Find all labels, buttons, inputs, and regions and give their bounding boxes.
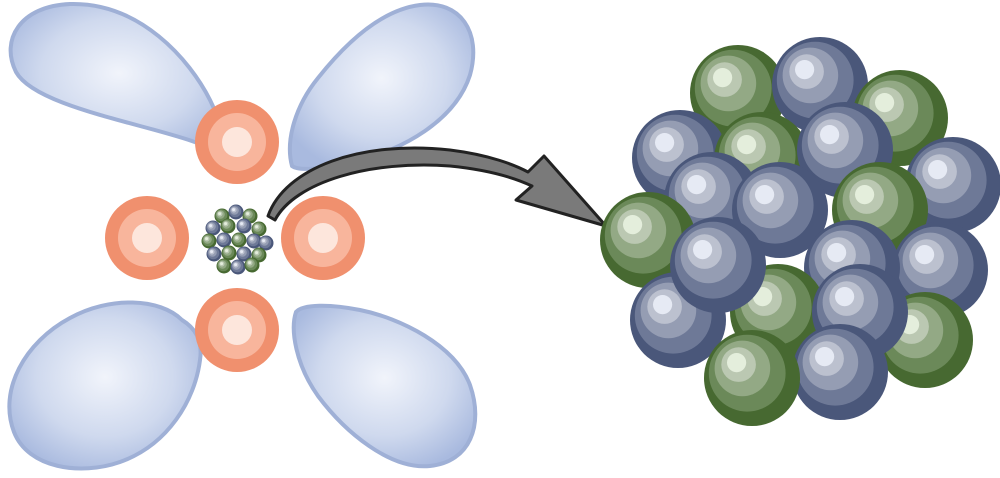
proton [905, 137, 1000, 233]
proton [732, 162, 828, 258]
proton [228, 204, 244, 220]
electrons [105, 100, 365, 372]
orbital-lobe-bottom-left [7, 300, 203, 471]
neutron [704, 330, 800, 426]
proton [236, 218, 252, 234]
zoom-arrow [266, 146, 608, 228]
proton [792, 324, 888, 420]
electron-left [105, 196, 189, 280]
orbital-lobe-bottom-right [291, 303, 478, 469]
magnified-nucleus [600, 37, 1000, 426]
electron-right [281, 196, 365, 280]
proton [230, 259, 246, 275]
neutron [216, 258, 232, 274]
small-nucleus [201, 204, 274, 275]
proton [258, 235, 274, 251]
proton [216, 232, 232, 248]
neutron [600, 192, 696, 288]
proton [236, 246, 252, 262]
neutron [221, 245, 237, 261]
electron-top [195, 100, 279, 184]
neutron [220, 218, 236, 234]
neutron [231, 232, 247, 248]
proton [246, 233, 262, 249]
proton [670, 217, 766, 313]
proton [206, 246, 222, 262]
proton [812, 264, 908, 360]
neutron [244, 257, 260, 273]
orbital-lobes [7, 1, 478, 471]
neutron [201, 233, 217, 249]
proton [205, 220, 221, 236]
electron-bottom [195, 288, 279, 372]
neutron [251, 221, 267, 237]
orbital-lobe-top-right [287, 2, 476, 171]
orbital-lobe-top-left [8, 1, 230, 162]
